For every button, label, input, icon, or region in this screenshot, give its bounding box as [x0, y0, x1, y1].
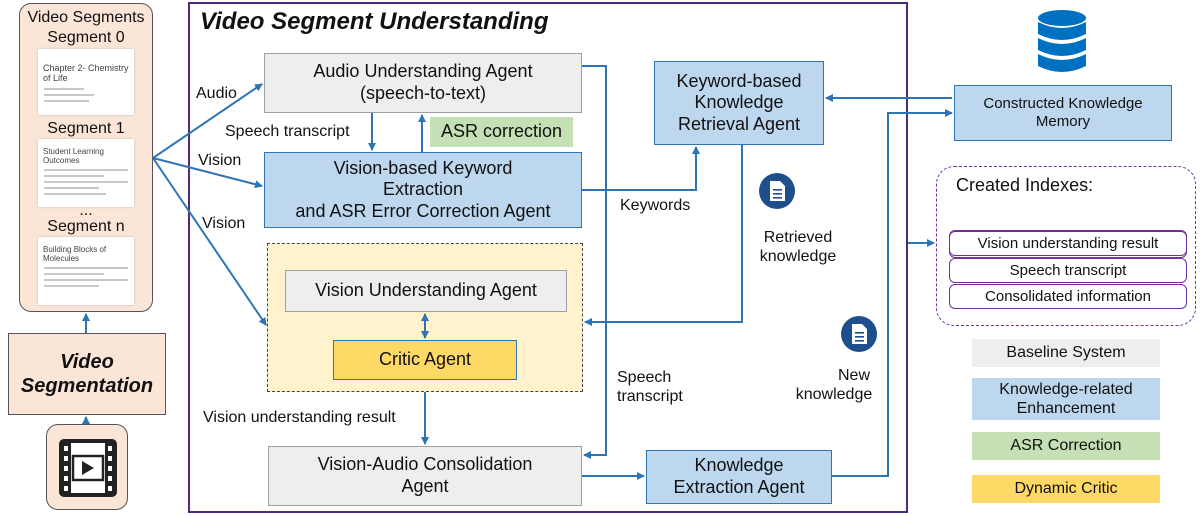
segment-1-label: Segment 1 — [47, 120, 125, 137]
critic-agent: Critic Agent — [333, 340, 517, 380]
label-retrieved-knowledge: Retrieved knowledge — [748, 228, 848, 266]
retrieved-line2: knowledge — [759, 248, 837, 266]
legend-knowledge-line2: Enhancement — [1016, 400, 1116, 417]
main-title: Video Segment Understanding — [200, 8, 549, 35]
asr-correction-badge: ASR correction — [430, 117, 573, 147]
legend-critic: Dynamic Critic — [972, 475, 1160, 503]
segment-0-slide: Chapter 2- Chemistry of Life — [38, 49, 134, 115]
critic-agent-label: Critic Agent — [378, 349, 472, 370]
retrieved-line1: Retrieved — [763, 229, 833, 246]
document-icon — [758, 172, 796, 210]
video-segmentation-box: Video Segmentation — [8, 333, 166, 415]
slide-1-title: Student Learning Outcomes — [43, 147, 104, 166]
slide-2-title: Building Blocks of Molecules — [43, 245, 107, 264]
audio-understanding-agent: Audio Understanding Agent (speech-to-tex… — [264, 53, 582, 113]
new-knowledge-line2: knowledge — [795, 386, 873, 404]
vision-understanding-label: Vision Understanding Agent — [315, 280, 537, 301]
index-item-vision-understanding: Vision understanding result — [949, 231, 1187, 256]
keyword-retrieval-line2: Knowledge — [694, 92, 784, 113]
video-segmentation-line1: Video — [60, 351, 114, 373]
label-vision-1: Vision — [198, 152, 242, 169]
audio-agent-line1: Audio Understanding Agent — [313, 61, 533, 82]
vision-keyword-line1: Vision-based Keyword — [333, 157, 513, 178]
legend-knowledge-line1: Knowledge-related — [999, 380, 1133, 398]
segment-n-label: Segment n — [47, 218, 125, 235]
label-audio: Audio — [196, 85, 237, 102]
created-indexes-title: Created Indexes: — [956, 175, 1094, 195]
segment-n-slide: Building Blocks of Molecules — [38, 237, 134, 305]
document-icon-new-knowledge — [840, 315, 878, 353]
consolidation-line2: Agent — [401, 476, 449, 496]
memory-line1: Constructed Knowledge — [983, 95, 1143, 112]
segment-1-slide: Student Learning Outcomes — [38, 139, 134, 207]
label-keywords: Keywords — [620, 197, 691, 214]
memory-line2: Memory — [1035, 113, 1091, 130]
speech2-line1: Speech — [617, 369, 672, 386]
legend-baseline: Baseline System — [972, 339, 1160, 367]
vision-audio-consolidation-agent: Vision-Audio Consolidation Agent — [268, 446, 582, 506]
vision-keyword-line2: Extraction — [382, 179, 464, 200]
label-vision-2: Vision — [202, 215, 246, 232]
consolidation-line1: Vision-Audio Consolidation — [317, 454, 533, 475]
legend-knowledge: Knowledge-related Enhancement — [972, 378, 1160, 420]
label-vision-result: Vision understanding result — [203, 409, 396, 426]
video-segments-title: Video Segments — [27, 9, 145, 26]
vision-understanding-agent: Vision Understanding Agent — [285, 270, 567, 312]
video-segmentation-line2: Segmentation — [20, 375, 154, 397]
new-knowledge-line1: New — [837, 367, 870, 384]
index-item-consolidated: Consolidated information — [949, 284, 1187, 309]
asr-correction-label: ASR correction — [440, 121, 563, 142]
label-speech-transcript-2: Speech transcript — [617, 368, 683, 406]
index-speech: Speech transcript — [949, 258, 1187, 283]
film-play-icon — [46, 424, 128, 510]
label-speech-transcript: Speech transcript — [225, 123, 350, 140]
segment-ellipsis: ... — [79, 202, 93, 219]
knowledge-extraction-agent: Knowledge Extraction Agent — [646, 450, 832, 504]
constructed-knowledge-memory: Constructed Knowledge Memory — [954, 85, 1172, 141]
audio-agent-line2: (speech-to-text) — [359, 83, 487, 103]
keyword-retrieval-agent: Keyword-based Knowledge Retrieval Agent — [654, 61, 824, 145]
speech2-line2: transcript — [617, 388, 683, 406]
label-new-knowledge: New knowledge — [784, 366, 884, 404]
segment-0-label: Segment 0 — [47, 29, 125, 46]
slide-0-title: Chapter 2- Chemistry of Life — [43, 63, 129, 84]
vision-keyword-line3: and ASR Error Correction Agent — [295, 200, 551, 221]
knowledge-extraction-line2: Extraction Agent — [673, 477, 805, 497]
database-icon — [1034, 8, 1090, 80]
legend-asr: ASR Correction — [972, 432, 1160, 460]
vision-keyword-extraction-agent: Vision-based Keyword Extraction and ASR … — [264, 152, 582, 228]
keyword-retrieval-line1: Keyword-based — [676, 70, 802, 91]
keyword-retrieval-line3: Retrieval Agent — [677, 113, 801, 134]
knowledge-extraction-line1: Knowledge — [694, 455, 784, 476]
